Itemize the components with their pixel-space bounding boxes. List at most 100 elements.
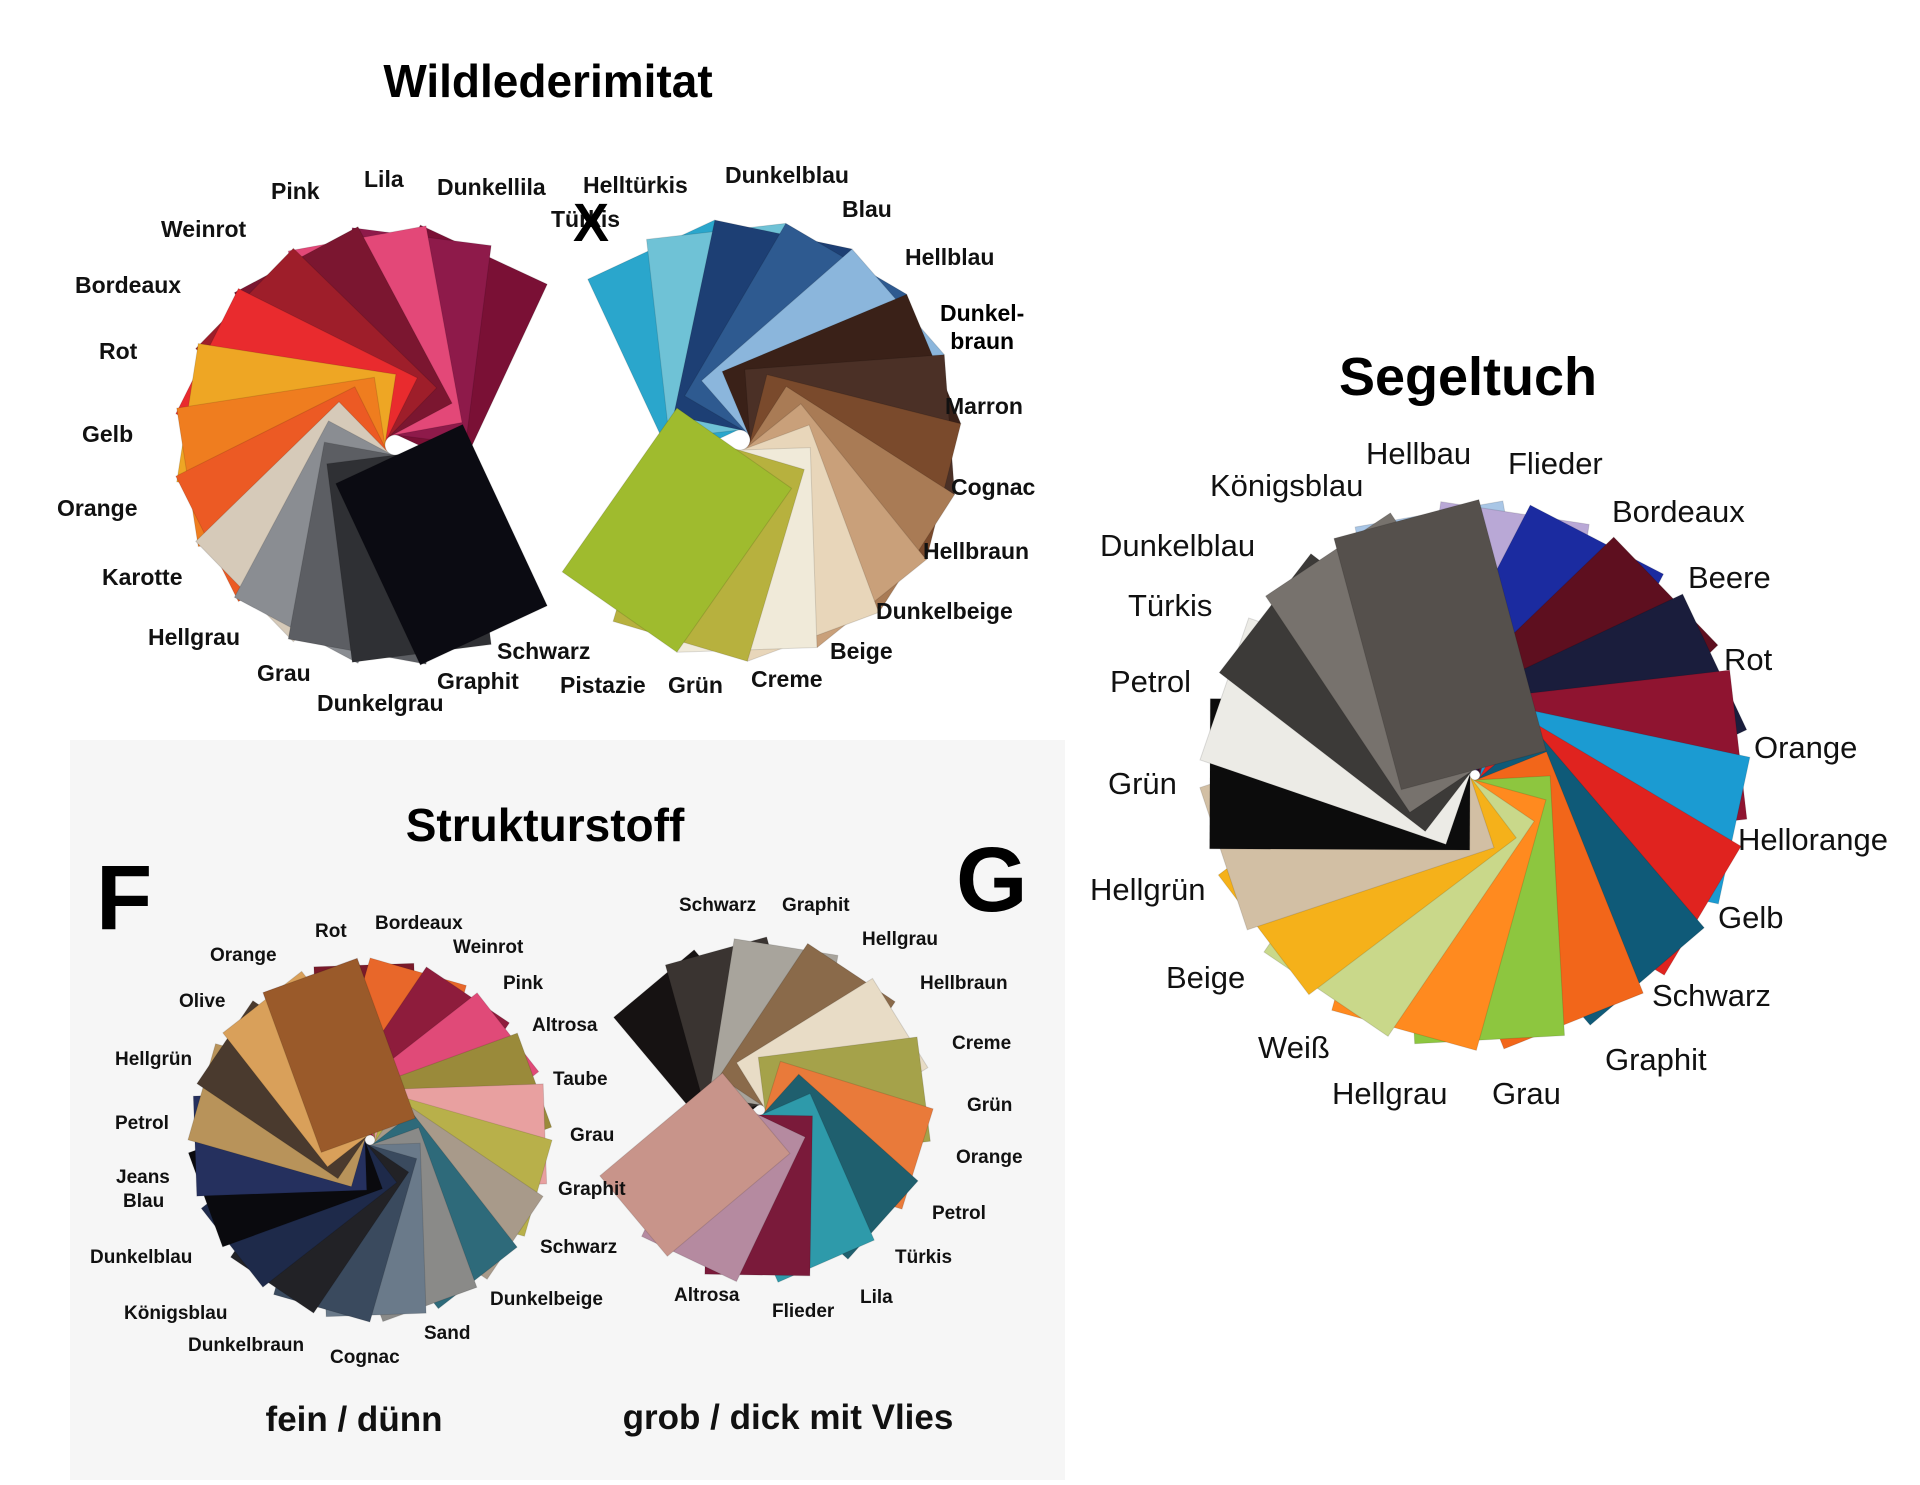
f-label-orange: Orange [210,945,277,966]
seg-label-petrol: Petrol [1110,664,1191,699]
label-lila: Lila [364,166,404,192]
label-grau: Grau [257,660,311,686]
seg-label-flieder: Flieder [1508,446,1603,481]
strukturstoff-title: Strukturstoff [405,799,685,851]
seg-label-gelb: Gelb [1718,900,1784,935]
seg-label-beige: Beige [1166,960,1246,995]
wildleder-left-fan [175,224,548,666]
g-label-graphit: Graphit [782,895,850,916]
seg-label-schwarz: Schwarz [1652,978,1771,1013]
g-label-hellgrau: Hellgrau [862,929,939,950]
seg-label-graphit: Graphit [1605,1042,1707,1077]
f-label-blau: Blau [123,1191,165,1212]
g-label-tuerkis: Türkis [895,1247,953,1268]
f-label-bordeaux: Bordeaux [375,913,463,934]
label-weinrot: Weinrot [161,216,247,242]
label-blau: Blau [842,196,892,222]
label-pink: Pink [271,178,320,204]
caption-grob: grob / dick mit Vlies [622,1398,954,1437]
letter-g: G [956,829,1028,931]
f-label-hellgruen: Hellgrün [115,1049,193,1070]
seg-label-grau: Grau [1492,1076,1561,1111]
label-graphit: Graphit [437,668,519,694]
f-label-dunkelblau: Dunkelblau [90,1247,193,1268]
seg-label-weiss: Weiß [1258,1030,1330,1065]
segeltuch-title: Segeltuch [1338,347,1598,407]
f-label-cognac: Cognac [330,1347,400,1368]
seg-label-dunkelblau: Dunkelblau [1100,528,1256,563]
f-label-graphit: Graphit [558,1179,626,1200]
f-label-sand: Sand [424,1323,471,1344]
g-label-schwarz: Schwarz [679,895,757,916]
f-label-koenigsblau: Königsblau [124,1303,228,1324]
label-beige: Beige [830,638,893,664]
label-dunkellila: Dunkellila [437,174,546,200]
seg-label-tuerkis: Türkis [1128,588,1213,623]
segeltuch-fan [1199,499,1751,1052]
g-label-flieder: Flieder [772,1301,835,1322]
label-karotte: Karotte [102,564,183,590]
f-label-petrol: Petrol [115,1113,169,1134]
caption-fein: fein / dünn [265,1400,443,1439]
label-dunkelgrau: Dunkelgrau [317,690,444,716]
label-pistazie: Pistazie [560,672,646,698]
wildleder-left-swatch [335,423,548,666]
label-dunkelbraun-line2: braun [950,327,1015,354]
g-label-creme: Creme [952,1033,1012,1054]
label-cognac: Cognac [951,474,1036,500]
seg-label-hellgruen: Hellgrün [1090,872,1206,907]
label-creme: Creme [751,666,823,692]
f-label-rot: Rot [315,921,347,942]
strukturstoff-f-swatch [262,957,416,1154]
label-gruen: Grün [668,672,723,698]
wildleder-right-swatch [561,407,793,653]
label-dunkelblau: Dunkelblau [725,162,849,188]
f-label-schwarz: Schwarz [540,1237,618,1258]
seg-label-hellgrau: Hellgrau [1332,1076,1448,1111]
f-label-jeans: Jeans [116,1167,170,1188]
segeltuch-swatch [1333,499,1547,791]
label-schwarz: Schwarz [497,638,591,664]
label-dunkelbraun-line1: Dunkel- [940,300,1025,326]
wildleder-title: Wildlederimitat [383,55,713,107]
label-dunkelbeige: Dunkelbeige [876,598,1013,624]
wildleder-right-fan [561,219,962,662]
f-label-dunkelbraun: Dunkelbraun [188,1335,305,1356]
strukturstoff-f-fan [187,957,553,1323]
label-hellbraun: Hellbraun [923,538,1030,564]
f-label-grau: Grau [570,1125,615,1146]
label-gelb: Gelb [82,421,134,447]
g-label-altrosa: Altrosa [674,1285,740,1306]
g-label-gruen: Grün [967,1095,1013,1116]
seg-label-beere: Beere [1688,560,1771,595]
f-label-altrosa: Altrosa [532,1015,598,1036]
seg-label-hellorange: Hellorange [1738,822,1888,857]
label-hellgrau: Hellgrau [148,624,241,650]
label-hellblau: Hellblau [905,244,995,270]
seg-label-bordeaux: Bordeaux [1612,494,1745,529]
seg-label-rot: Rot [1724,642,1773,677]
label-orange: Orange [57,495,138,521]
label-bordeaux: Bordeaux [75,272,182,298]
label-dunkelbraun: Dunkel- braun [940,300,1024,355]
g-label-hellbraun: Hellbraun [920,973,1008,994]
seg-label-hellbau: Hellbau [1366,436,1472,471]
f-label-weinrot: Weinrot [453,937,524,958]
label-helltuerkis: Helltürkis [583,172,688,198]
strukturstoff-g-swatch [599,1072,791,1257]
g-label-petrol: Petrol [932,1203,986,1224]
strukturstoff-g-fan [599,936,934,1283]
label-marron: Marron [945,393,1023,419]
f-label-pink: Pink [503,973,544,994]
label-rot: Rot [99,338,138,364]
seg-label-gruen: Grün [1108,766,1177,801]
x-mark: X [573,193,610,253]
letter-f: F [96,847,153,949]
g-label-orange: Orange [956,1147,1023,1168]
seg-label-koenigsblau: Königsblau [1210,468,1364,503]
f-label-dunkelbeige: Dunkelbeige [490,1289,603,1310]
f-label-olive: Olive [179,991,226,1012]
f-label-taube: Taube [553,1069,608,1090]
